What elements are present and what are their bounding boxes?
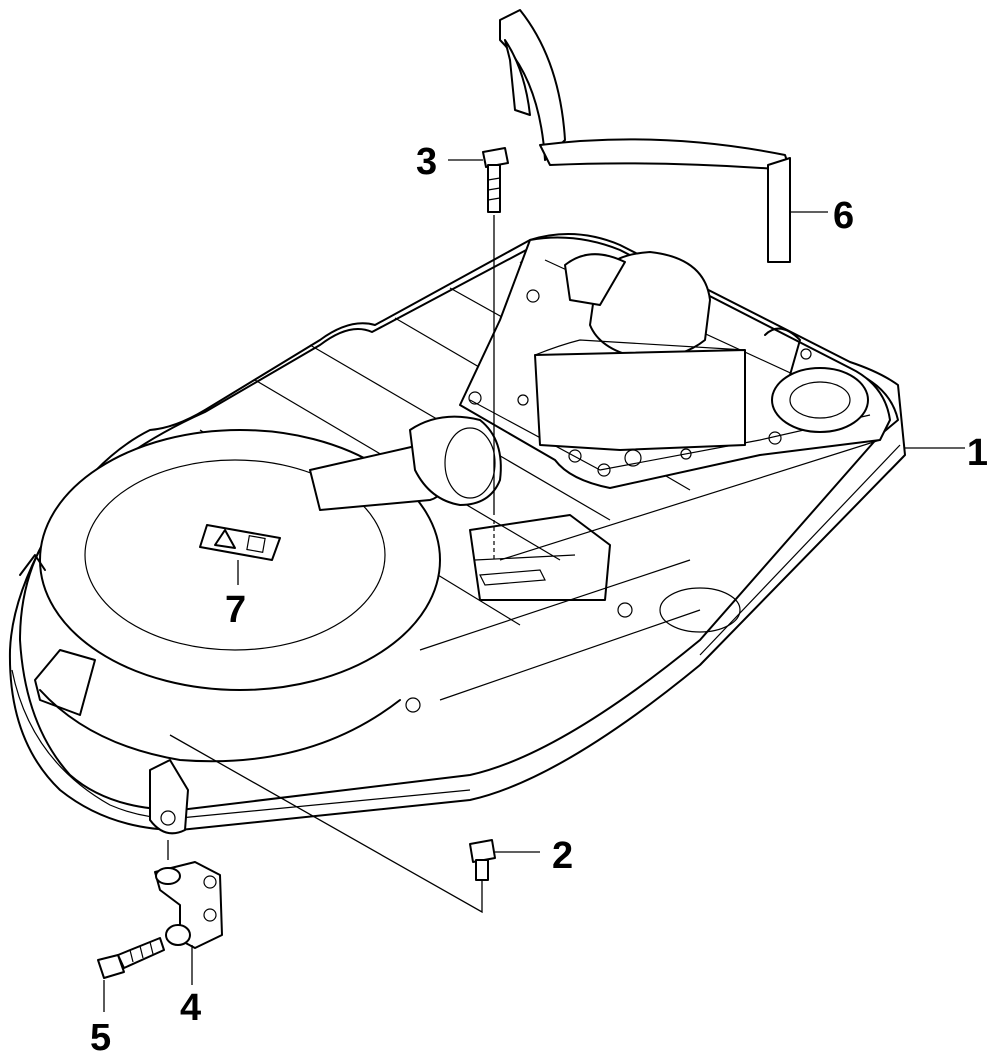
housing-cover	[8, 233, 906, 835]
bracket-rail	[499, 9, 791, 263]
assembly-lines	[103, 159, 965, 1012]
short-bolt	[469, 839, 496, 881]
callout-7: 7	[225, 589, 246, 631]
long-bolt	[482, 147, 509, 213]
mount-bracket	[154, 861, 223, 949]
callout-6: 6	[833, 195, 854, 237]
callout-3: 3	[416, 141, 437, 183]
callout-2: 2	[552, 835, 573, 877]
callout-4: 4	[180, 987, 201, 1029]
callout-5: 5	[90, 1017, 111, 1052]
callout-1: 1	[967, 432, 988, 474]
side-bolt	[97, 937, 165, 979]
warning-label	[199, 524, 281, 561]
